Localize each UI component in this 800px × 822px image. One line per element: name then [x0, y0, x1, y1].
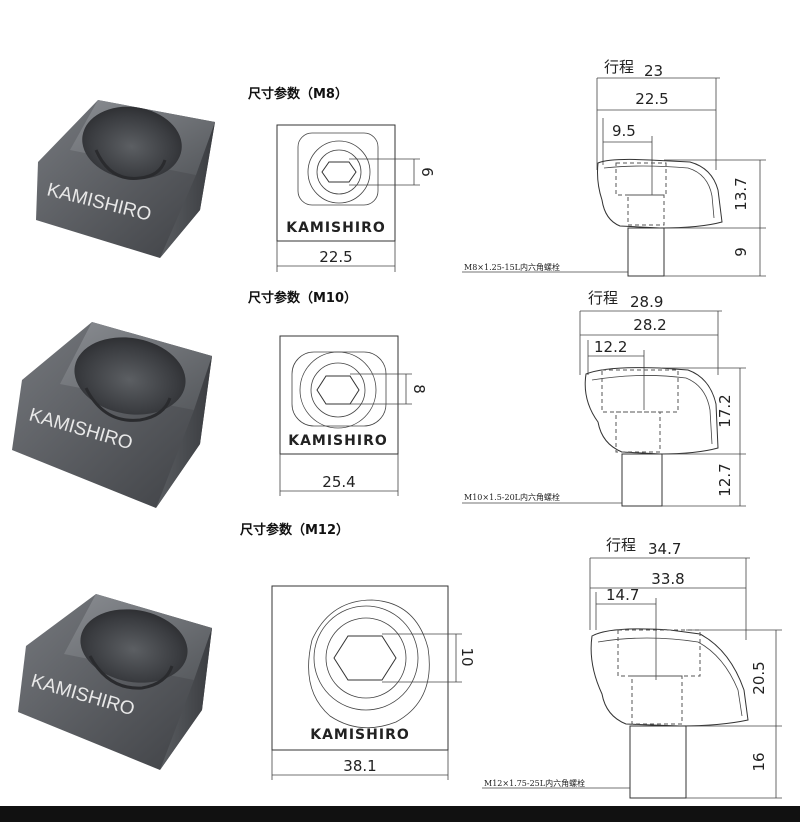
- side-top-width-m10: 28.2: [633, 316, 666, 334]
- side-height-m10: 17.2: [716, 394, 734, 427]
- product-render-m8: KAMISHIRO: [36, 100, 215, 258]
- section-header-m10: 尺寸参数（M10）: [248, 290, 357, 306]
- bottom-bar: [0, 806, 800, 822]
- section-m10: KAMISHIRO 尺寸参数（M10） 8 KAMISHIRO 25.4 行程 …: [12, 289, 746, 508]
- section-header-m12: 尺寸参数（M12）: [240, 522, 349, 538]
- section-m12: KAMISHIRO 尺寸参数（M12） 10 KAMISHIRO 38.1 行程…: [18, 522, 782, 799]
- side-stroke-m8: 23: [644, 62, 663, 80]
- bolt-note-m8: M8×1.25-15L内六角螺栓: [464, 262, 560, 272]
- section-m8: KAMISHIRO 尺寸参数（M8） 6 KAMISHIRO 22.5 行程 2…: [36, 58, 766, 277]
- side-view-m8: 行程 23 22.5 9.5 13.7 9 M8×1.25-15L内六角螺栓: [462, 58, 766, 277]
- side-stroke-label-m12: 行程: [606, 536, 636, 554]
- product-render-m12: KAMISHIRO: [18, 594, 212, 770]
- front-view-m10: 8 KAMISHIRO 25.4: [279, 335, 428, 496]
- section-header-m8: 尺寸参数（M8）: [248, 86, 348, 102]
- front-brand-m8: KAMISHIRO: [286, 220, 386, 236]
- front-view-m8: 6 KAMISHIRO 22.5: [276, 124, 436, 272]
- front-hex-m10: 8: [410, 384, 428, 394]
- side-stroke-label-m8: 行程: [604, 58, 634, 76]
- side-stroke-label-m10: 行程: [588, 289, 618, 307]
- front-brand-m12: KAMISHIRO: [310, 727, 410, 743]
- side-head-m8: 9.5: [612, 122, 636, 140]
- product-render-m10: KAMISHIRO: [12, 322, 212, 508]
- bolt-note-m12: M12×1.75-25L内六角螺栓: [484, 778, 585, 788]
- side-stroke-m10: 28.9: [630, 293, 663, 311]
- front-brand-m10: KAMISHIRO: [288, 433, 388, 449]
- side-top-width-m12: 33.8: [651, 570, 684, 588]
- side-view-m12: 行程 34.7 33.8 14.7 20.5 16 M12×1.75-25L内六…: [482, 536, 782, 799]
- side-bolt-len-m12: 16: [750, 752, 768, 771]
- side-top-width-m8: 22.5: [635, 90, 668, 108]
- side-bolt-len-m8: 9: [732, 247, 750, 257]
- side-height-m12: 20.5: [750, 661, 768, 694]
- side-height-m8: 13.7: [732, 177, 750, 210]
- bolt-note-m10: M10×1.5-20L内六角螺栓: [464, 492, 560, 502]
- front-width-m8: 22.5: [319, 248, 352, 266]
- side-stroke-m12: 34.7: [648, 540, 681, 558]
- front-hex-m8: 6: [418, 167, 436, 177]
- front-width-m12: 38.1: [343, 757, 376, 775]
- front-view-m12: 10 KAMISHIRO 38.1: [271, 585, 476, 780]
- side-view-m10: 行程 28.9 28.2 12.2 17.2 12.7 M10×1.5-20L内…: [462, 289, 746, 507]
- front-hex-m12: 10: [458, 647, 476, 666]
- side-head-m12: 14.7: [606, 586, 639, 604]
- front-width-m10: 25.4: [322, 473, 355, 491]
- side-bolt-len-m10: 12.7: [716, 463, 734, 496]
- side-head-m10: 12.2: [594, 338, 627, 356]
